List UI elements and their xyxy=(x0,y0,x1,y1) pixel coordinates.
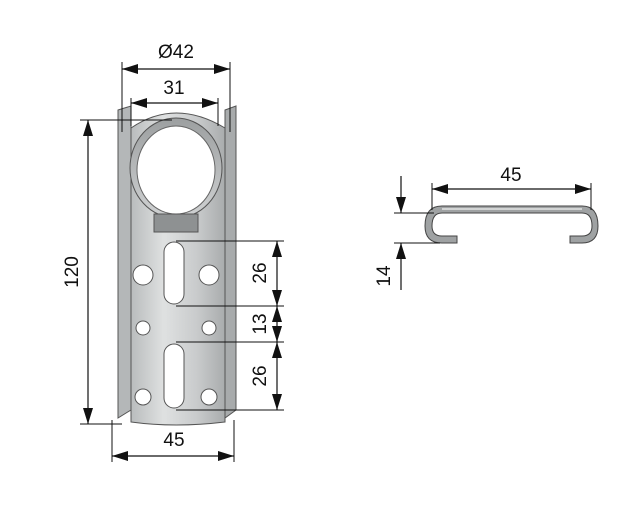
bracket-tab xyxy=(153,213,199,233)
hole-middle-left xyxy=(135,320,151,336)
profile-part xyxy=(424,205,599,244)
dim-base-width: 45 xyxy=(111,420,235,462)
bracket-part xyxy=(117,105,237,426)
dim-profile-width: 45 xyxy=(431,165,592,210)
hole-upper-left xyxy=(132,264,154,286)
dim-inner-width: 31 xyxy=(130,78,219,126)
dim-profile-width-label: 45 xyxy=(500,165,521,186)
dim-outer-diameter-label: Ø42 xyxy=(158,42,194,63)
dim-upper-slot-label: 26 xyxy=(250,262,271,283)
dim-inner-width-label: 31 xyxy=(163,78,184,99)
right-flange xyxy=(224,105,237,419)
upper-slot xyxy=(163,241,185,305)
lower-slot xyxy=(163,343,185,409)
hole-upper-right xyxy=(198,264,220,286)
dim-middle-spacing-label: 13 xyxy=(250,313,271,334)
dim-profile-height-label: 14 xyxy=(374,265,395,287)
hole-lower-right xyxy=(200,388,218,406)
hole-middle-right xyxy=(201,320,217,336)
dim-lower-slot-label: 26 xyxy=(250,365,271,386)
dim-base-width-label: 45 xyxy=(163,430,184,451)
dim-profile-height: 14 xyxy=(374,176,440,290)
dim-outer-diameter: Ø42 xyxy=(121,42,231,132)
dim-total-height: 120 xyxy=(62,119,172,425)
dim-slot-chain: 26 13 26 xyxy=(176,240,284,411)
dim-total-height-label: 120 xyxy=(62,256,83,288)
profile-section xyxy=(424,205,599,244)
bracket-ring-hole xyxy=(136,125,216,215)
left-flange xyxy=(117,105,132,419)
hole-lower-left xyxy=(134,388,152,406)
